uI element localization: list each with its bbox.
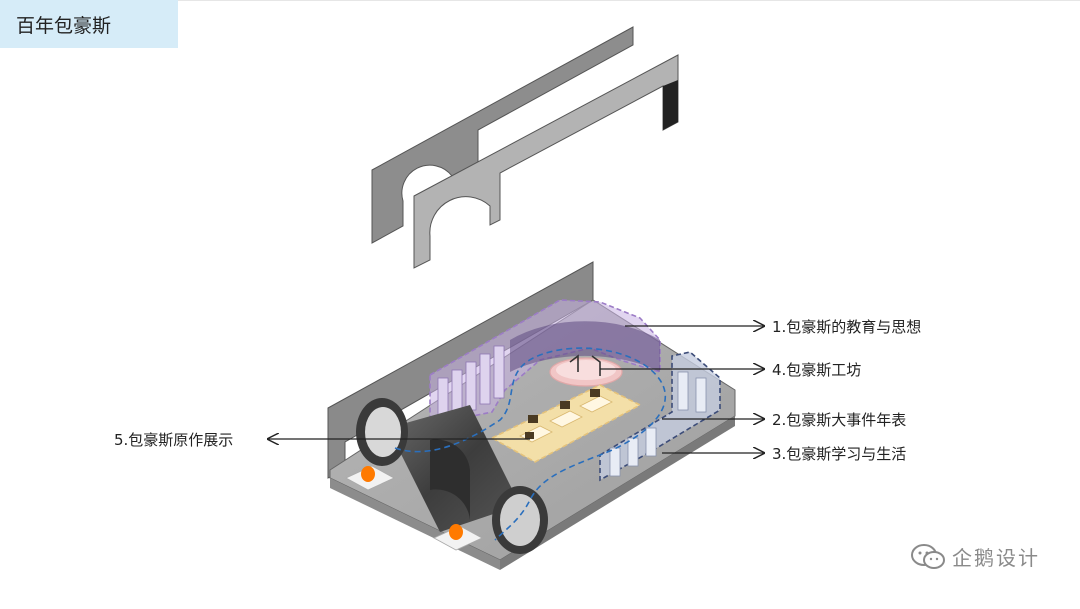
label-education: 1.包豪斯的教育与思想 [772,318,921,336]
label-life: 3.包豪斯学习与生活 [772,445,906,463]
watermark-text: 企鹅设计 [952,546,1040,570]
page-title: 百年包豪斯 [16,14,112,37]
zone-education [429,299,661,426]
visitor-path [394,347,667,541]
lamp-left [345,465,395,491]
tube-tunnel [356,398,548,554]
zone-timeline [490,384,642,463]
callout-originals: 5.包豪斯原作展示 [114,431,530,449]
zone-life [599,351,721,482]
page-title-tab: 百年包豪斯 [0,0,178,48]
wechat-icon [911,543,945,569]
callout-timeline: 2.包豪斯大事件年表 [662,411,906,429]
label-timeline: 2.包豪斯大事件年表 [772,411,906,429]
floating-panel-back [371,26,634,244]
label-originals: 5.包豪斯原作展示 [114,431,233,449]
floating-panel-front [413,54,679,269]
callout-life: 3.包豪斯学习与生活 [662,445,906,463]
top-rule [0,0,1080,1]
watermark: 企鹅设计 [910,542,1040,571]
lamp-right [433,524,483,551]
callout-workshop: 4.包豪斯工坊 [600,361,861,379]
callout-education: 1.包豪斯的教育与思想 [625,318,921,336]
label-workshop: 4.包豪斯工坊 [772,361,861,379]
floor-edge [500,416,735,570]
zone-workshop [549,354,623,387]
